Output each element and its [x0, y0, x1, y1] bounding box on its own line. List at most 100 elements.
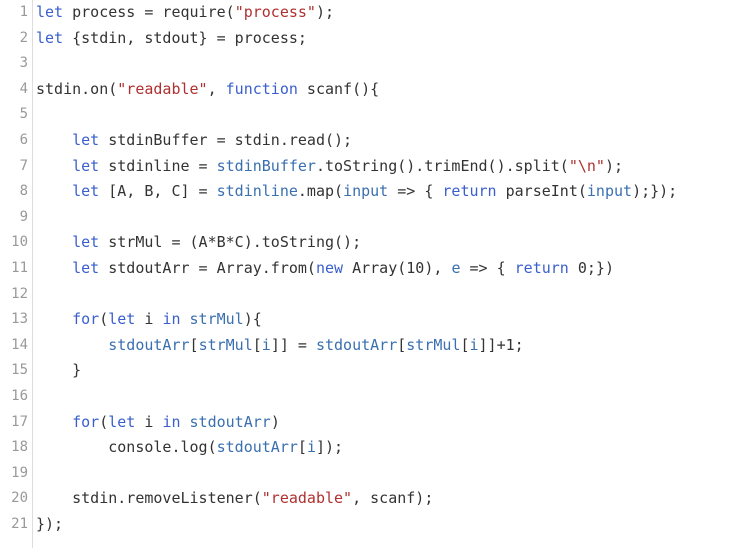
code-line[interactable]: 19	[0, 461, 748, 487]
code-token	[36, 336, 108, 354]
code-token	[36, 259, 72, 277]
code-line[interactable]: 4 stdin.on("readable", function scanf(){	[0, 77, 748, 103]
code-token: (	[99, 310, 109, 329]
code-token: .map(	[297, 182, 344, 201]
code-token: stdinBuffer	[216, 156, 316, 175]
code-token: input	[586, 182, 633, 201]
code-text[interactable]: stdin.removeListener("readable", scanf);	[36, 486, 433, 512]
code-token: [	[460, 335, 470, 354]
code-token: strMul = (A*B*C).toString();	[99, 233, 362, 252]
code-token: Array(10),	[343, 258, 452, 277]
code-text[interactable]: for(let i in stdoutArr)	[36, 410, 280, 436]
code-line[interactable]: 13 for(let i in strMul){	[0, 307, 748, 333]
code-token: [A, B, C] =	[99, 182, 217, 201]
code-token: "process"	[234, 3, 316, 21]
code-token: [	[297, 438, 307, 457]
code-token: strMul	[189, 310, 244, 329]
code-token: ]]+1;	[478, 335, 524, 354]
code-token: ]] =	[270, 335, 316, 354]
code-token: "readable"	[117, 79, 208, 98]
code-text[interactable]: });	[36, 512, 63, 538]
code-text[interactable]: let [A, B, C] = stdinline.map(input => {…	[36, 179, 677, 205]
code-line[interactable]: 8 let [A, B, C] = stdinline.map(input =>…	[0, 179, 748, 205]
code-token: stdinline	[216, 182, 298, 201]
code-token: new	[315, 258, 344, 277]
code-token: );	[604, 156, 624, 175]
code-line[interactable]: 9	[0, 205, 748, 231]
code-text[interactable]: stdoutArr[strMul[i]] = stdoutArr[strMul[…	[36, 333, 524, 359]
code-token: stdin.on(	[36, 79, 118, 98]
code-text[interactable]: let process = require("process");	[36, 0, 334, 26]
code-token: )	[270, 412, 280, 431]
code-token: let	[36, 3, 64, 21]
code-token: in	[162, 310, 181, 329]
code-text[interactable]: let stdoutArr = Array.from(new Array(10)…	[36, 256, 614, 282]
code-token: i	[135, 412, 163, 431]
code-line[interactable]: 17 for(let i in stdoutArr)	[0, 410, 748, 436]
code-text[interactable]: for(let i in strMul){	[36, 307, 262, 333]
code-line[interactable]: 14 stdoutArr[strMul[i]] = stdoutArr[strM…	[0, 333, 748, 359]
code-token: , scanf);	[352, 489, 434, 508]
line-number: 16	[11, 387, 28, 404]
code-line[interactable]: 20 stdin.removeListener("readable", scan…	[0, 486, 748, 512]
code-token: input	[343, 182, 389, 201]
code-line[interactable]: 11 let stdoutArr = Array.from(new Array(…	[0, 256, 748, 282]
line-number: 21	[11, 515, 28, 532]
code-line[interactable]: 15 }	[0, 358, 748, 384]
line-number: 10	[11, 234, 28, 251]
code-token: stdoutArr	[108, 335, 190, 354]
code-line[interactable]: 7 let stdinline = stdinBuffer.toString()…	[0, 154, 748, 180]
code-token: stdoutArr = Array.from(	[99, 258, 316, 277]
line-number: 19	[11, 464, 28, 481]
code-token: 0;})	[568, 258, 614, 277]
line-number: 15	[11, 362, 28, 379]
code-token: strMul	[198, 335, 253, 354]
code-line[interactable]: 6 let stdinBuffer = stdin.read();	[0, 128, 748, 154]
line-number: 11	[11, 259, 28, 276]
code-token: scanf(){	[297, 79, 380, 98]
code-text[interactable]: let stdinBuffer = stdin.read();	[36, 128, 352, 154]
code-token: });	[36, 514, 64, 533]
code-line[interactable]: 3	[0, 51, 748, 77]
code-line[interactable]: 18 console.log(stdoutArr[i]);	[0, 435, 748, 461]
code-token: for	[72, 412, 100, 431]
code-token: (	[99, 412, 109, 431]
code-token: let	[72, 258, 100, 277]
line-number: 4	[19, 80, 28, 97]
code-token	[36, 131, 72, 149]
code-token: console.log(	[36, 438, 217, 457]
code-token: i	[261, 335, 271, 354]
code-token	[36, 182, 72, 200]
code-token: let	[36, 28, 64, 47]
code-text[interactable]: let stdinline = stdinBuffer.toString().t…	[36, 154, 623, 180]
code-token: [	[252, 335, 262, 354]
code-token: let	[72, 182, 100, 201]
code-token	[181, 413, 190, 431]
code-text[interactable]: }	[36, 358, 81, 384]
code-line[interactable]: 21});	[0, 512, 748, 538]
line-number: 20	[11, 490, 28, 507]
code-token: .toString().trimEnd().split(	[315, 156, 569, 175]
code-token	[36, 413, 72, 431]
code-token: "\n"	[568, 156, 605, 175]
code-text[interactable]: let strMul = (A*B*C).toString();	[36, 230, 361, 256]
code-line[interactable]: 10 let strMul = (A*B*C).toString();	[0, 230, 748, 256]
code-token: process = require(	[63, 3, 235, 21]
line-number: 8	[19, 183, 28, 200]
code-token	[36, 233, 72, 251]
code-line[interactable]: 5	[0, 102, 748, 128]
code-token: [	[189, 335, 199, 354]
code-text[interactable]: stdin.on("readable", function scanf(){	[36, 77, 379, 103]
code-token: }	[36, 361, 82, 380]
line-number: 13	[11, 311, 28, 328]
code-token: strMul	[406, 335, 461, 354]
code-line[interactable]: 16	[0, 384, 748, 410]
code-text[interactable]: let {stdin, stdout} = process;	[36, 26, 307, 52]
code-line[interactable]: 12	[0, 282, 748, 308]
line-number: 7	[19, 157, 28, 174]
code-text[interactable]: console.log(stdoutArr[i]);	[36, 435, 343, 461]
